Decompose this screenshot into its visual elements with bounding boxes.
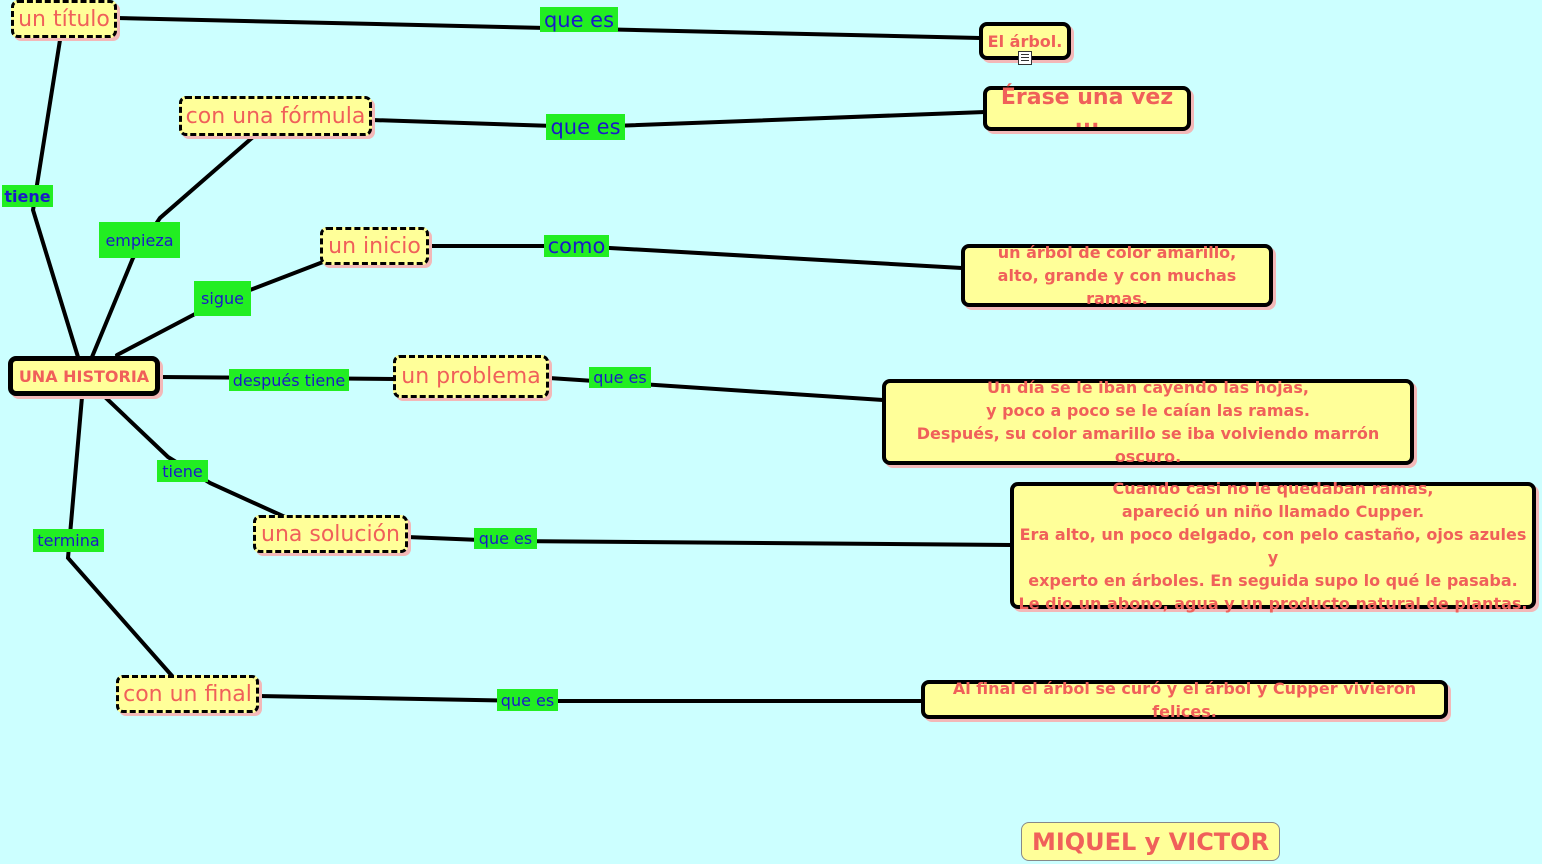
line-root-final xyxy=(65,395,175,679)
line-inicio-detail xyxy=(426,244,964,270)
detail-solucion[interactable]: Cuando casi no le quedaban ramas, aparec… xyxy=(1010,479,1536,613)
detail-formula[interactable]: Érase una vez ... xyxy=(983,86,1191,132)
detail-problema[interactable]: Un día se le iban cayendo las hojas, y p… xyxy=(882,378,1414,466)
authors-label: MIQUEL y VICTOR xyxy=(1021,822,1280,861)
link-tiene-solucion: tiene xyxy=(157,460,208,482)
line-root-solucion xyxy=(103,395,287,519)
detail-final[interactable]: Al final el árbol se curó y el árbol y C… xyxy=(921,679,1448,721)
concept-inicio[interactable]: un inicio xyxy=(320,227,429,265)
line-formula-detail xyxy=(370,110,987,130)
document-icon[interactable] xyxy=(1018,51,1032,65)
link-termina: termina xyxy=(33,529,104,552)
link-que-es-formula: que es xyxy=(546,114,625,140)
concept-titulo[interactable]: un título xyxy=(11,0,117,38)
link-que-es-solucion: que es xyxy=(474,528,537,549)
root-concept[interactable]: UNA HISTORIA xyxy=(8,356,160,396)
link-tiene-titulo: tiene xyxy=(2,185,53,207)
concept-final[interactable]: con un final xyxy=(116,675,259,713)
line-root-titulo xyxy=(30,38,80,359)
link-como: como xyxy=(544,234,609,258)
link-empieza: empieza xyxy=(99,222,180,258)
detail-inicio[interactable]: un árbol de color amarillo, alto, grande… xyxy=(961,243,1273,308)
link-sigue: sigue xyxy=(194,281,251,316)
line-final-detail xyxy=(256,694,924,703)
link-que-es-titulo: que es xyxy=(540,7,618,32)
concept-solucion[interactable]: una solución xyxy=(253,515,408,553)
link-que-es-problema: que es xyxy=(589,367,651,388)
link-que-es-final: que es xyxy=(497,689,558,711)
concept-formula[interactable]: con una fórmula xyxy=(179,96,372,136)
concept-problema[interactable]: un problema xyxy=(393,355,549,398)
link-despues-tiene: después tiene xyxy=(229,369,349,391)
